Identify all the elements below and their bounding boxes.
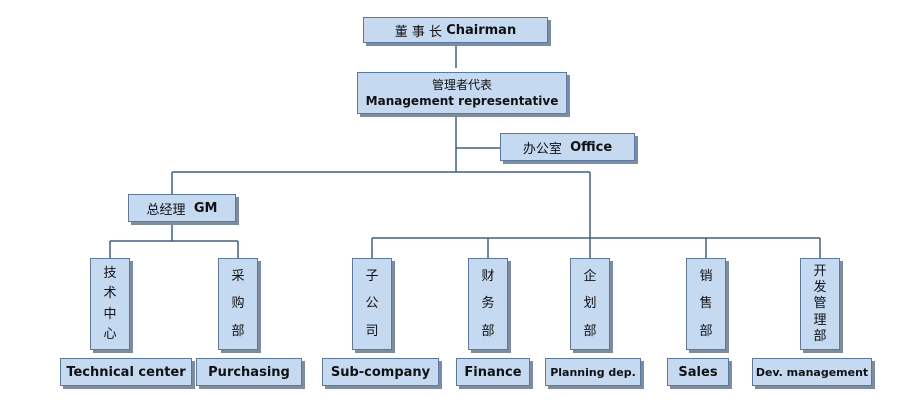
char: 购	[231, 296, 245, 312]
char: 管	[813, 296, 827, 312]
char: 开	[813, 263, 827, 279]
char: 务	[481, 296, 495, 312]
planning-box: 企 划 部	[570, 258, 610, 350]
office-zh: 办公室	[522, 141, 562, 157]
char: 采	[231, 269, 245, 285]
char: 售	[699, 296, 713, 312]
chairman-en: Chairman	[446, 22, 517, 38]
chairman-zh: 董 事 长	[394, 24, 443, 40]
char: 子	[365, 269, 379, 285]
dev-management-box: 开 发 管 理 部	[800, 258, 840, 350]
char: 销	[699, 269, 713, 285]
char: 划	[583, 296, 597, 312]
gm-zh: 总经理	[146, 202, 186, 218]
mgmt-rep-en: Management representative	[365, 94, 559, 108]
char: 发	[813, 280, 827, 296]
technical-center-label: Technical center	[60, 358, 192, 386]
char: 技	[103, 265, 117, 281]
char: 心	[103, 327, 117, 343]
char: 中	[103, 306, 117, 322]
planning-label: Planning dep.	[545, 358, 641, 386]
sales-label: Sales	[667, 358, 729, 386]
char: 部	[231, 323, 245, 339]
sub-company-label: Sub-company	[322, 358, 439, 386]
office-en: Office	[570, 139, 613, 155]
office-box: 办公室 Office	[500, 133, 635, 161]
mgmt-rep-zh: 管理者代表	[431, 78, 492, 92]
gm-en: GM	[193, 200, 218, 216]
finance-label: Finance	[456, 358, 530, 386]
technical-center-box: 技 术 中 心	[90, 258, 130, 350]
char: 部	[813, 329, 827, 345]
purchasing-label: Purchasing	[196, 358, 302, 386]
sales-box: 销 售 部	[686, 258, 726, 350]
char: 司	[365, 323, 379, 339]
gm-box: 总经理 GM	[128, 194, 236, 222]
management-representative-box: 管理者代表 Management representative	[357, 72, 567, 114]
finance-box: 财 务 部	[468, 258, 508, 350]
purchasing-box: 采 购 部	[218, 258, 258, 350]
dev-management-label: Dev. management	[752, 358, 872, 386]
char: 部	[481, 323, 495, 339]
char: 企	[583, 269, 597, 285]
char: 公	[365, 296, 379, 312]
char: 财	[481, 269, 495, 285]
char: 部	[699, 323, 713, 339]
char: 术	[103, 286, 117, 302]
sub-company-box: 子 公 司	[352, 258, 392, 350]
chairman-box: 董 事 长 Chairman	[363, 17, 548, 43]
char: 部	[583, 323, 597, 339]
char: 理	[813, 312, 827, 328]
